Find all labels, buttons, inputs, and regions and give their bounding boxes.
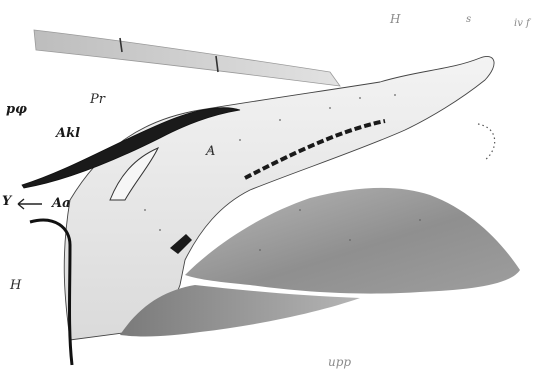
label-A: A [206,144,215,159]
label-top-small: s [466,14,471,25]
label-p-phi: pφ [6,102,27,117]
label-arrow: Y [2,194,11,209]
label-H-left: H [10,278,21,293]
label-bottom: upp [328,355,351,369]
upper-band [34,30,340,86]
label-Pr: Pr [90,92,105,107]
dotted-arc [478,124,495,160]
left-arrow [18,199,42,209]
label-top-right: iv f [514,18,530,29]
grey-region [185,188,520,294]
label-Aa: Aa [52,196,71,211]
label-H-top: H [390,12,400,26]
label-Akl: Akl [56,126,80,141]
